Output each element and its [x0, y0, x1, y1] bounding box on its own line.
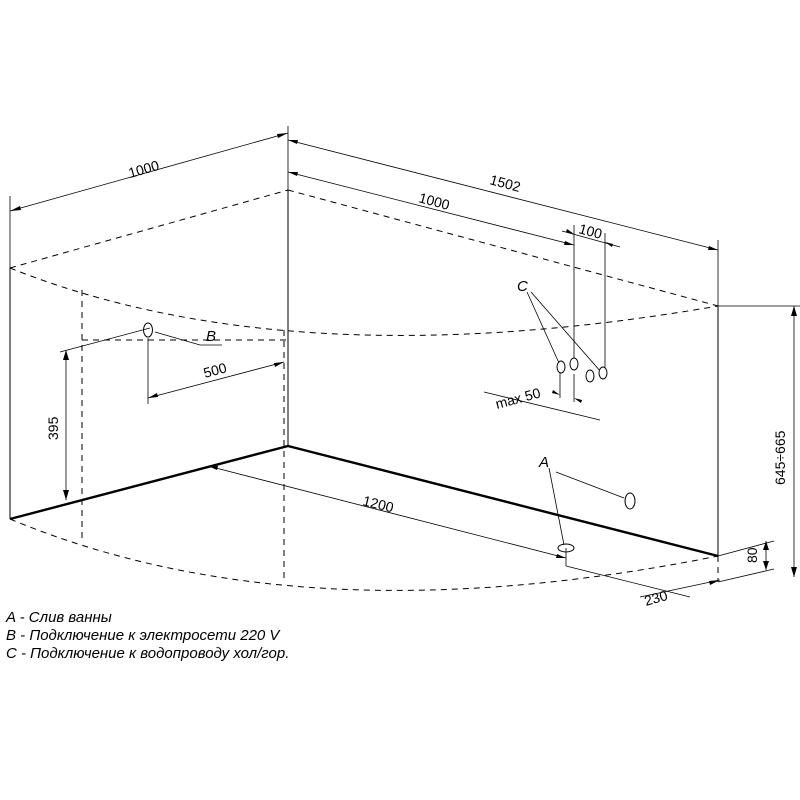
rim-back-right [287, 189, 719, 307]
rim-front-arc [9, 267, 719, 336]
dim-label-1200: 1200 [361, 492, 395, 515]
tub-hidden-lines [9, 189, 719, 591]
floor-front-edge [287, 444, 719, 558]
dim-socket-offset: 500 [147, 338, 285, 404]
floor-left-edge [9, 444, 289, 521]
legend-item-a: A - Слив ванны [6, 609, 112, 626]
hot-inlet-body-icon [598, 366, 608, 380]
dim-label-500: 500 [202, 359, 229, 381]
dim-label-max50: max 50 [494, 385, 543, 412]
legend-item-b: B - Подключение к электросети 220 V [6, 627, 280, 644]
dim-drain-distance: 1200 [207, 465, 567, 566]
overflow-icon [624, 492, 636, 510]
dim-to-inlets: 1000 [287, 171, 575, 246]
dim-socket-height: 395 [45, 327, 151, 500]
tub-outline [9, 190, 719, 558]
marker-b: B [206, 328, 216, 345]
legend: A - Слив ванны B - Подключение к электро… [6, 609, 506, 663]
dim-label-1502: 1502 [488, 171, 522, 195]
marker-a: A [538, 454, 549, 471]
cold-inlet-icon [556, 360, 566, 374]
dim-heights: 80 645÷665 [717, 305, 800, 583]
dim-label-1000-top: 1000 [126, 157, 161, 181]
socket-icon [143, 322, 153, 338]
marker-c: C [517, 278, 528, 295]
dim-inlet-depth: max 50 [483, 368, 601, 421]
dim-top-left: 1000 [9, 126, 289, 268]
rim-back-left [9, 189, 289, 269]
drain: A [538, 454, 636, 553]
dim-inlet-spacing: 100 [561, 220, 621, 370]
dim-label-1000-inlets: 1000 [417, 189, 451, 213]
cold-inlet-body-icon [569, 357, 579, 371]
dim-label-645-665: 645÷665 [772, 430, 788, 485]
dim-label-100: 100 [577, 220, 604, 242]
dim-drain-offset: 230 [565, 565, 721, 609]
legend-item-c: C - Подключение к водопроводу хол/гор. [6, 645, 290, 662]
water-inlets: C [517, 278, 608, 383]
dim-label-395: 395 [45, 416, 61, 440]
dim-label-230: 230 [642, 587, 669, 609]
dim-total-length: 1502 [287, 139, 719, 306]
electrical-socket: B [143, 322, 222, 346]
floor-front-arc [9, 518, 719, 591]
hot-inlet-icon [585, 369, 595, 383]
dim-label-80: 80 [744, 547, 760, 563]
